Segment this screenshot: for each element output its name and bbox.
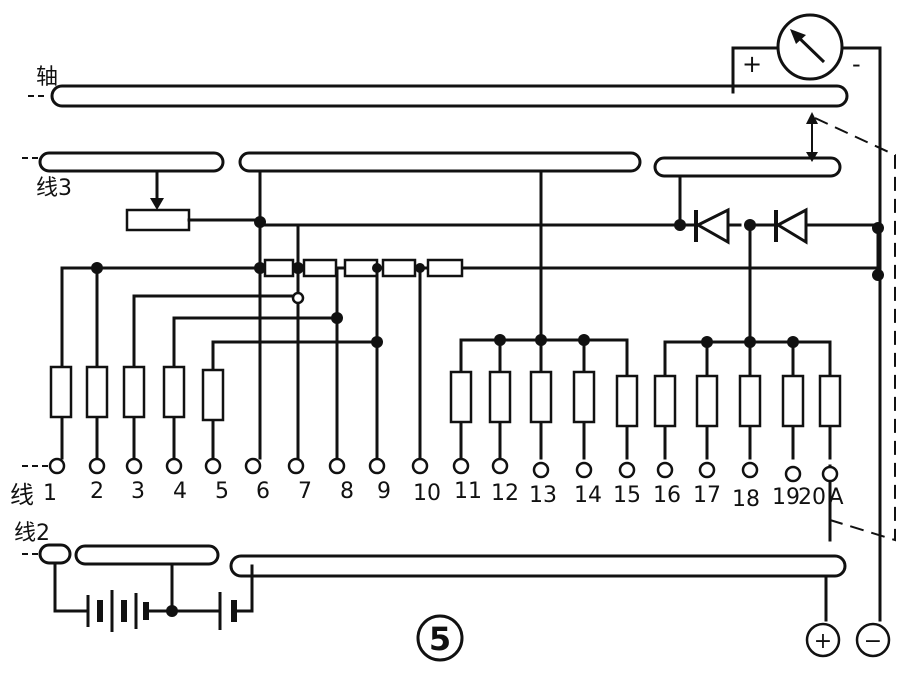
diode-2-icon [748,207,880,245]
resistor-column [49,365,842,428]
terminal-label: 11 [454,479,482,504]
terminal-label: 19 [772,485,800,510]
line3-bus-right [653,156,842,178]
terminal-label: 20 [798,485,826,510]
line2-end-terminal [38,543,72,565]
shaft-bus [50,84,849,108]
terminal-label: 14 [574,483,602,508]
potentiometer [125,208,191,232]
figure-number: 5 [429,620,451,658]
terminal-label: 2 [90,479,104,504]
output-plus-label: + [814,629,832,654]
terminal-label: 7 [298,479,312,504]
terminal-label: 10 [413,481,441,506]
terminal-label: 6 [256,479,270,504]
dashed-shield-line [814,117,896,542]
terminal-label: 4 [173,479,187,504]
meter-plus-label: + [742,50,762,78]
line3-bus-left [38,151,225,173]
line2-bus-right [229,554,847,578]
shaft-label: 轴 [36,65,58,90]
terminal-label: 15 [613,483,641,508]
terminal-label: 17 [693,483,721,508]
line2-label: 线2 [14,521,50,546]
line1-label: 线 [10,481,34,509]
battery-icon [53,561,254,632]
figure-number-badge [416,614,464,662]
line3-label: 线3 [36,176,72,201]
output-minus-label: − [864,629,882,654]
line1-number: 1 [43,481,57,506]
meter-icon [731,13,882,622]
wiper-arrow-icon [150,198,164,210]
line3-bus-middle [238,151,642,173]
output-plus-terminal [805,622,841,658]
meter-minus-label: - [852,50,861,78]
diode-1-icon [688,207,742,245]
terminal-label: 9 [377,479,391,504]
terminal-label: 18 [732,487,760,512]
terminal-label: A [828,485,843,510]
line2-bus-left [74,544,220,566]
terminal-label: 5 [215,479,229,504]
terminal-row [48,457,839,483]
terminal-label: 8 [340,479,354,504]
terminal-label: 3 [131,479,145,504]
gap-arrow-icon [806,112,818,162]
terminal-label: 16 [653,483,681,508]
terminal-label: 13 [529,483,557,508]
output-minus-terminal [855,622,891,658]
terminal-label: 12 [491,481,519,506]
